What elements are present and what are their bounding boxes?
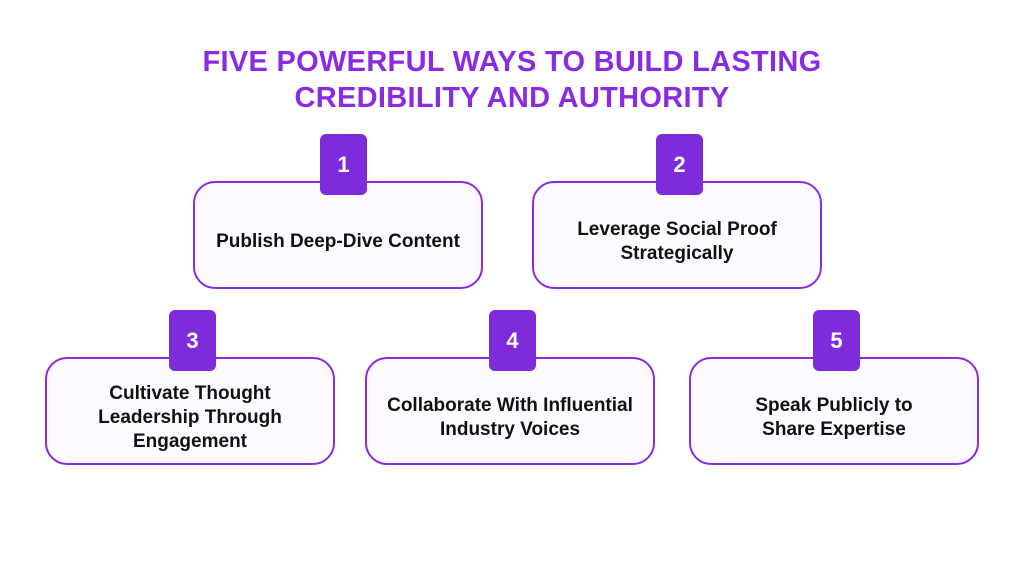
title-line-1: FIVE POWERFUL WAYS TO BUILD LASTING <box>202 46 822 78</box>
step-label: Publish Deep-Dive Content <box>216 231 460 252</box>
step-label: Leverage Social Proof Strategically <box>577 219 777 264</box>
step-card-1: Publish Deep-Dive Content <box>193 181 483 289</box>
step-label: Speak Publicly to Share Expertise <box>755 395 913 440</box>
step-label: Cultivate Thought Leadership Through Eng… <box>98 383 282 452</box>
step-number-badge-2: 2 <box>656 134 703 195</box>
step-label: Collaborate With Influential Industry Vo… <box>387 395 633 440</box>
step-number-badge-4: 4 <box>489 310 536 371</box>
step-number-badge-1: 1 <box>320 134 367 195</box>
step-card-4: Collaborate With Influential Industry Vo… <box>365 357 655 465</box>
step-card-3: Cultivate Thought Leadership Through Eng… <box>45 357 335 465</box>
title-line-2: CREDIBILITY AND AUTHORITY <box>294 82 730 114</box>
step-card-5: Speak Publicly to Share Expertise <box>689 357 979 465</box>
step-card-2: Leverage Social Proof Strategically <box>532 181 822 289</box>
step-number-badge-3: 3 <box>169 310 216 371</box>
step-number-badge-5: 5 <box>813 310 860 371</box>
page-title: FIVE POWERFUL WAYS TO BUILD LASTING CRED… <box>0 44 1024 116</box>
